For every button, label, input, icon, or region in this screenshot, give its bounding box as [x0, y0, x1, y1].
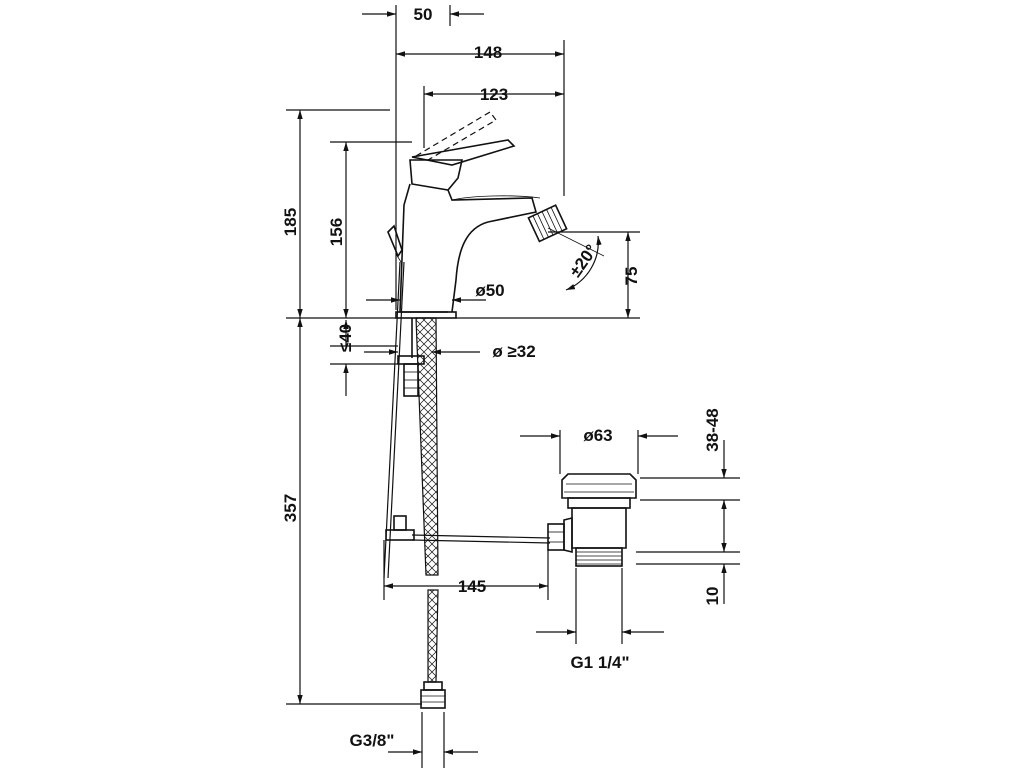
label-spout-reach: 123 [480, 85, 508, 104]
label-pull-rod-length: 145 [458, 577, 486, 596]
dimension-labels: 50 148 123 185 156 ø50 ±20° 75 ≤40 ø ≥32… [281, 5, 722, 750]
label-hole-diameter: ø ≥32 [492, 342, 535, 361]
tap-body [387, 111, 568, 397]
label-max-thickness: ≤40 [336, 324, 355, 352]
label-hose-thread: G3/8" [350, 731, 395, 750]
label-waste-thread: G1 1/4" [570, 653, 629, 672]
label-nozzle-height: 75 [622, 267, 641, 286]
waste-fitting [547, 473, 637, 567]
label-nozzle-angle: ±20° [566, 241, 602, 281]
label-waste-thread-height: 10 [703, 587, 722, 606]
label-spout-height: 156 [327, 218, 346, 246]
label-top-width: 50 [414, 5, 433, 24]
label-hose-length: 357 [281, 494, 300, 522]
label-waste-diameter: ø63 [583, 426, 612, 445]
label-waste-range: 38-48 [703, 408, 722, 451]
label-overall-depth: 148 [474, 43, 502, 62]
label-total-height: 185 [281, 208, 300, 236]
pull-rod [383, 261, 551, 579]
label-base-diameter: ø50 [475, 281, 504, 300]
dimension-lines [286, 5, 740, 768]
flexible-hose [415, 317, 446, 709]
